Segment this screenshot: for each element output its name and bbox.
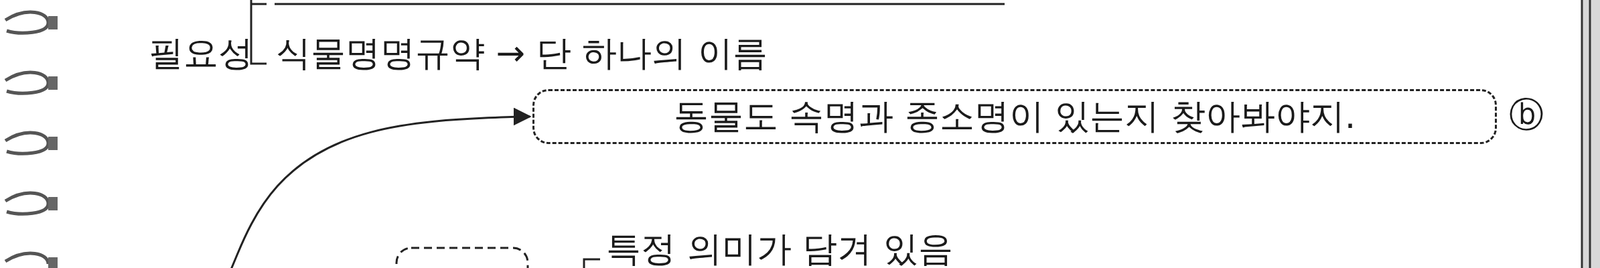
- page-edge: [1581, 0, 1600, 268]
- thought-text: 동물도 속명과 종소명이 있는지 찾아봐야지.: [673, 96, 1357, 137]
- spiral-binding: [5, 12, 49, 264]
- note-text: 식물명명규약 → 단 하나의 이름: [275, 33, 768, 74]
- binding-holes: [48, 16, 58, 268]
- callout-letter: ⓑ: [1508, 95, 1544, 136]
- section-label: 필요성: [148, 33, 254, 74]
- dashed-thought-box: 동물도 속명과 종소명이 있는지 찾아봐야지.: [532, 89, 1497, 144]
- curved-arrow: [231, 116, 530, 268]
- blank-dashed-box: [396, 247, 528, 268]
- bracket: [584, 259, 601, 268]
- note-text: 특정 의미가 담겨 있음: [606, 229, 954, 268]
